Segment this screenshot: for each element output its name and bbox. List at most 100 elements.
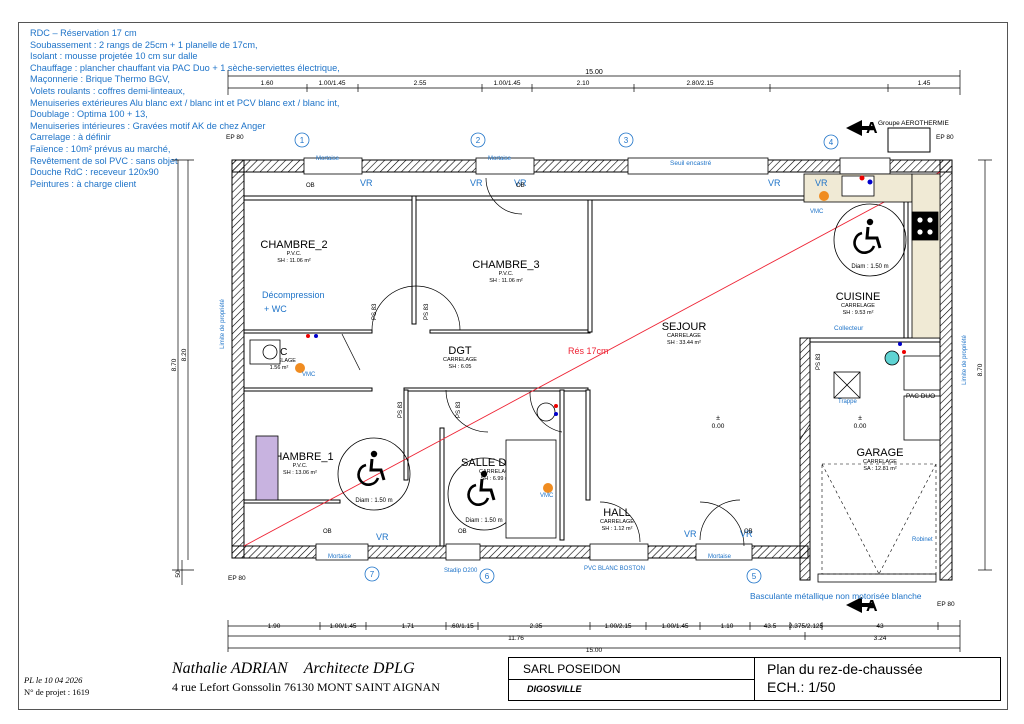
equipment-dots	[295, 175, 906, 493]
axis-circle	[294, 132, 310, 148]
project-number: N° de projet : 1619	[24, 687, 90, 697]
dim-bottom: .60/1.15	[450, 623, 474, 630]
dim-top-total: 15.00	[585, 69, 603, 76]
wall-openings	[303, 157, 937, 583]
decompression-label: Décompression	[262, 290, 325, 300]
dim-bottom-sub2: 3.24	[874, 635, 887, 642]
room-area: SH : 1.12 m²	[602, 526, 633, 532]
bottom-dimension-lines	[227, 620, 961, 652]
axis-number: 3	[624, 136, 629, 145]
stadip-label: Stadip O200	[444, 568, 478, 574]
ob-label: OB	[744, 529, 753, 535]
ob-label: OB	[458, 529, 467, 535]
architect-address: 4 rue Lefort Gonssolin 76130 MONT SAINT …	[172, 680, 440, 694]
client-location: DIGOSVILLE	[527, 684, 582, 694]
side-dimension-lines	[172, 159, 992, 585]
groupe-label: Groupe AEROTHERMIE	[878, 120, 949, 127]
vr-label: VR	[360, 178, 373, 188]
wheelchair-icon	[357, 450, 386, 486]
room-floor: CARRELAGE	[841, 303, 875, 309]
note-line: Menuiseries extérieures Alu blanc ext / …	[30, 97, 340, 108]
top-dimension-lines	[227, 70, 961, 95]
room-floor: P.V.C.	[287, 251, 302, 257]
dim-bottom: 2.35	[530, 623, 543, 630]
note-line: Doublage : Optima 100 + 13,	[30, 109, 148, 120]
ps83-label: PS 83	[816, 353, 822, 370]
room-name: CHAMBRE_2	[260, 239, 327, 251]
plan-scale: ECH.: 1/50	[767, 679, 836, 695]
ps83-label: PS 83	[424, 303, 430, 320]
dim-bottom: 2.375/2.125	[789, 623, 824, 630]
mortaise-label: Mortaise	[488, 156, 512, 162]
dim-right-total: 8.70	[977, 363, 984, 376]
axis-circle	[470, 132, 486, 148]
ep80-label: EP 80	[228, 575, 246, 582]
mortaise-label: Mortaise	[316, 156, 340, 162]
ob-label: OB	[306, 183, 315, 189]
dim-top: 1.45	[918, 80, 931, 87]
diam-label: Diam : 1.50 m	[465, 518, 502, 524]
section-letter-top: A	[866, 120, 878, 137]
mortaise-label: Mortaise	[708, 554, 732, 560]
note-line: Soubassement : 2 rangs de 25cm + 1 plane…	[30, 39, 258, 50]
basculante-label: Basculante métallique non motorisée blan…	[750, 591, 922, 601]
room-area: SH : 11.06 m²	[489, 278, 523, 284]
res-label: Rés 17cm	[568, 346, 609, 356]
room-area: SA : 12.81 m²	[863, 466, 896, 472]
ep80-label: EP 80	[937, 601, 955, 608]
vr-label: VR	[514, 178, 527, 188]
dim-bottom: 1.90	[268, 623, 281, 630]
room-floor: P.V.C.	[293, 463, 308, 469]
dim-bottom: 43	[876, 623, 884, 630]
bathroom-fixtures	[249, 339, 557, 539]
dim-bottom: 1.00/2.15	[604, 623, 631, 630]
axis-number: 4	[829, 138, 834, 147]
room-name: GARAGE	[856, 447, 903, 459]
interior-walls	[243, 195, 941, 547]
dim-top: 1.00/1.45	[493, 80, 520, 87]
room-area: SH : 11.06 m²	[277, 258, 311, 264]
vr-label: VR	[470, 178, 483, 188]
dim-top: 2.80/2.15	[686, 80, 713, 87]
axis-number: 1	[300, 136, 305, 145]
vr-label: VR	[740, 529, 753, 539]
note-line: Menuiseries intérieures : Gravées motif …	[30, 120, 266, 131]
dim-bottom: 43.5	[764, 623, 777, 630]
client-company: SARL POSEIDON	[523, 662, 621, 676]
ps83-label: PS 83	[456, 401, 462, 418]
dim-bottom: 1.10	[721, 623, 734, 630]
client-box: SARL POSEIDON DIGOSVILLE	[508, 657, 756, 701]
axis-number: 2	[476, 136, 481, 145]
dim-top: 2.10	[577, 80, 590, 87]
section-markers	[846, 120, 931, 613]
room-name: HALL	[603, 507, 631, 519]
note-line: Carrelage : à définir	[30, 132, 111, 143]
architect-title: Architecte DPLG	[303, 660, 415, 677]
ob-label: OB	[323, 529, 332, 535]
room-floor: CARRELAGE	[443, 357, 477, 363]
dim-left-bottom: 50	[175, 570, 182, 578]
architect-signature: Nathalie ADRIAN Architecte DPLG	[172, 660, 415, 678]
vr-label: VR	[376, 532, 389, 542]
drawing-frame	[18, 22, 1008, 710]
wheelchair-icon	[853, 218, 882, 254]
axis-number: 5	[752, 572, 757, 581]
limite-right: Limite de propriété	[962, 334, 968, 384]
level-sign: ±	[716, 415, 720, 422]
architect-name: Nathalie ADRIAN	[172, 660, 288, 677]
room-floor: CARRELAGE	[479, 469, 513, 475]
pvc-label: PVC BLANC BOSTON	[584, 566, 645, 572]
dim-bottom: 1.71	[402, 623, 415, 630]
axis-circle	[618, 132, 634, 148]
level-value: 0.00	[854, 423, 867, 430]
vmc-label: VMC	[810, 209, 824, 215]
door-swings	[341, 177, 811, 547]
dim-bottom-total: 15.00	[586, 647, 603, 654]
ps83-label: PS 83	[398, 401, 404, 418]
dim-bottom-sub1: 11.76	[508, 635, 524, 642]
note-line: Maçonnerie : Brique Thermo BGV,	[30, 74, 170, 85]
dim-left-inner: 8.20	[181, 348, 188, 361]
room-area: SH : 33.44 m²	[667, 340, 701, 346]
note-line: Peintures : à charge client	[30, 178, 137, 189]
